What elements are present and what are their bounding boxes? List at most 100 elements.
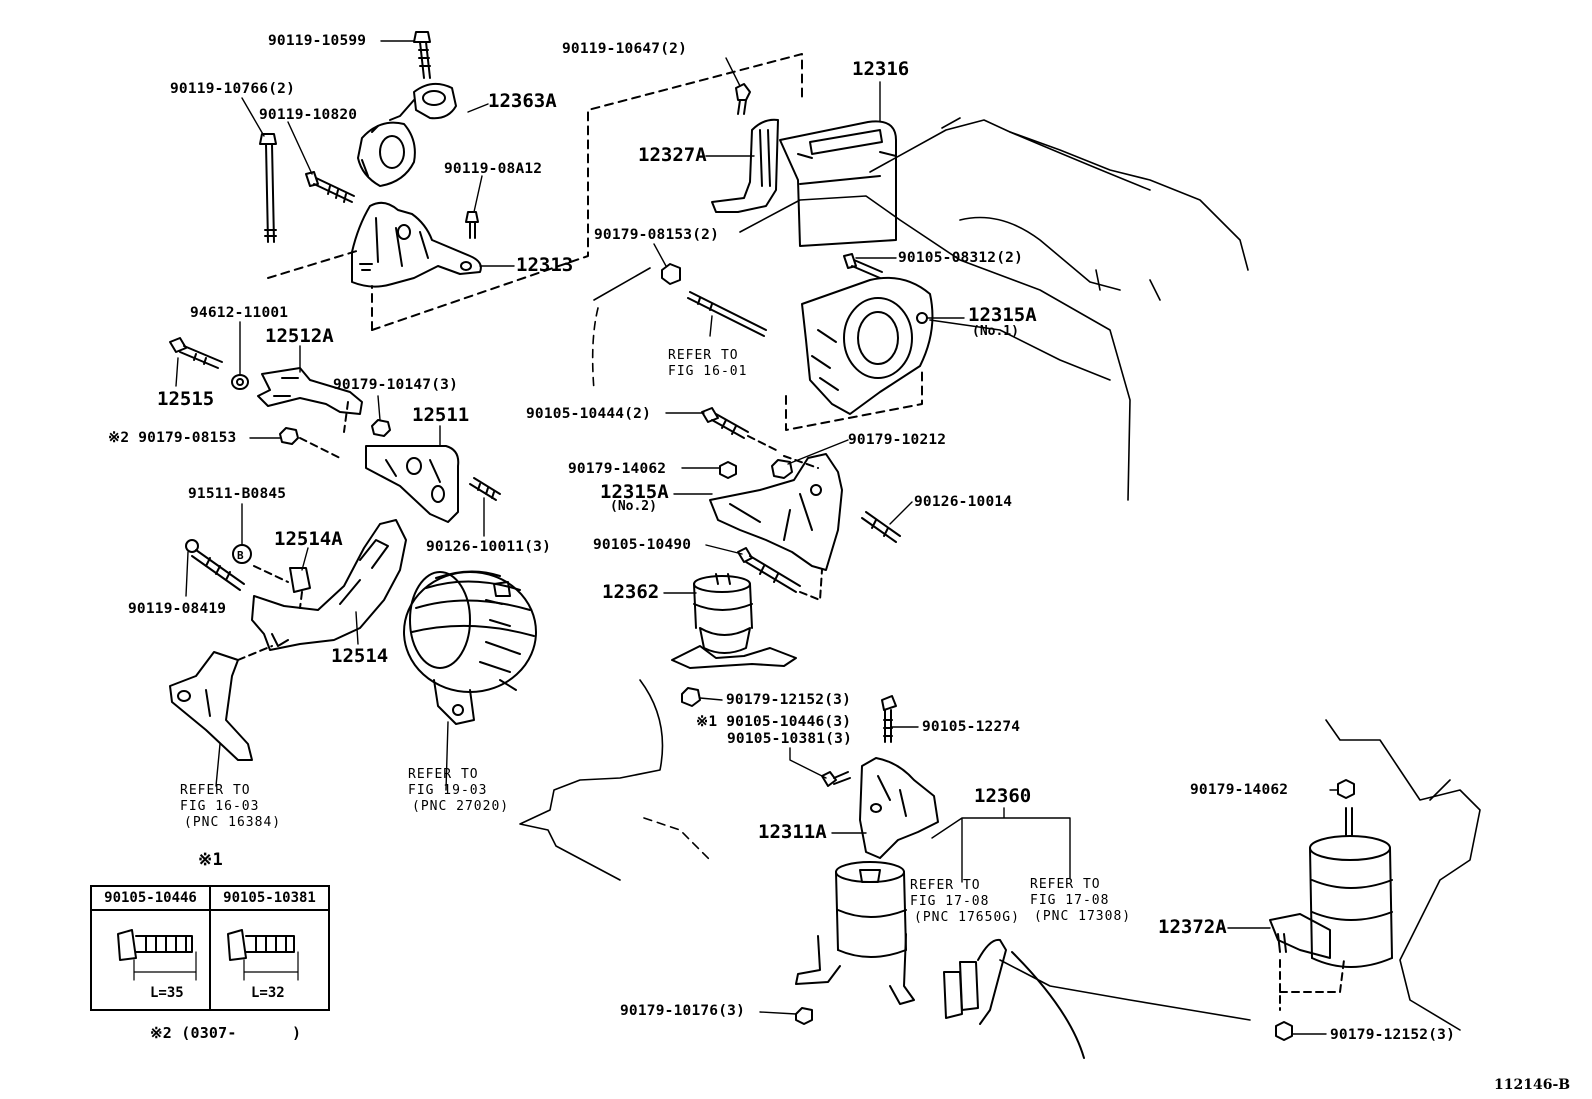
leader-lines (175, 40, 1339, 1035)
sensor-refer-17-08-drawing (943, 938, 1085, 1059)
reference-line: FIG 17-08 (910, 894, 990, 909)
bracket-12315A-no2-drawing (709, 453, 843, 571)
bracket-12514-drawing (251, 519, 407, 651)
note-col2-length: L=32 (251, 985, 285, 1001)
bolt-90119-10647-drawing (735, 83, 751, 115)
label-90105-12274: 90105-12274 (922, 719, 1021, 735)
reference-fig-19-03: REFER TO FIG 19-03 (PNC 27020) (408, 767, 509, 815)
label-90126-10014: 90126-10014 (914, 494, 1013, 510)
label-90105-10444: 90105-10444(2) (526, 406, 652, 422)
label-90179-10212: 90179-10212 (848, 432, 947, 448)
bolt-90119-08A12-drawing (465, 211, 479, 239)
label-90119-10820: 90119-10820 (259, 107, 358, 123)
label-90179-14062-right: 90179-14062 (1190, 782, 1289, 798)
bolt-90119-10820-drawing (305, 171, 355, 203)
nut-90179-14062-center-drawing (719, 461, 737, 479)
label-90126-10011: 90126-10011(3) (426, 539, 552, 555)
reference-line: REFER TO (910, 878, 981, 893)
reference-line: FIG 16-03 (180, 799, 260, 814)
label-12514: 12514 (331, 645, 389, 667)
clip-12514A-drawing (289, 567, 311, 593)
label-90105-10446: ※1 90105-10446(3) (696, 714, 852, 730)
alternator-drawing (403, 570, 537, 725)
stud-refer-16-01-drawing (687, 291, 767, 337)
bracket-12512A-drawing (257, 367, 363, 415)
nut-90179-10147-drawing (371, 419, 391, 437)
nut-90179-12152-center-drawing (681, 687, 701, 707)
reference-line: REFER TO (1030, 877, 1101, 892)
reference-line: (PNC 17650G) (914, 910, 1020, 925)
bolt-90105-10444-drawing (701, 407, 749, 439)
label-90119-10766: 90119-10766(2) (170, 81, 296, 97)
callout-B-letter: B (237, 549, 244, 562)
label-12315A-no1-sub: (No.1) (972, 324, 1019, 339)
note-marker-1: ※1 (198, 850, 223, 870)
label-90119-08A12: 90119-08A12 (444, 161, 543, 177)
diagram-id: 112146-B (1494, 1077, 1571, 1093)
note-col2-part: 90105-10381 (209, 885, 330, 911)
reference-line: REFER TO (408, 767, 479, 782)
reference-line: (PNC 17308) (1034, 909, 1132, 924)
reference-line: (PNC 27020) (412, 799, 510, 814)
label-90179-10176: 90179-10176(3) (620, 1003, 746, 1019)
label-12311A: 12311A (758, 821, 827, 843)
mount-12363A-drawing (357, 82, 457, 187)
bolt-90105-10446-drawing (821, 771, 851, 787)
reference-fig-17-08-b: REFER TO FIG 17-08 (PNC 17308) (1030, 877, 1131, 925)
bolt-12515-drawing (169, 337, 223, 369)
bolt-90105-08312-drawing (843, 253, 883, 279)
nut-90179-10176-drawing (795, 1007, 813, 1025)
washer-94612-11001-drawing (231, 374, 249, 390)
label-12313: 12313 (516, 254, 574, 276)
reference-fig-16-03: REFER TO FIG 16-03 (PNC 16384) (180, 783, 281, 831)
stud-90126-10014-drawing (861, 511, 901, 543)
note-col1-part: 90105-10446 (90, 885, 211, 911)
bracket-refer-16-03-drawing (169, 651, 253, 761)
nut-90179-08153-center-drawing (661, 263, 681, 285)
bracket-12327A-drawing (711, 118, 779, 213)
label-12316: 12316 (852, 58, 910, 80)
label-90105-10381: 90105-10381(3) (727, 731, 853, 747)
label-12315A-no1: 12315A (968, 304, 1037, 326)
nut-90179-10212-drawing (771, 459, 793, 479)
nut-90179-12152-right-drawing (1275, 1021, 1293, 1041)
bracket-12511-drawing (365, 445, 460, 523)
label-90179-12152-right: 90179-12152(3) (1330, 1027, 1456, 1043)
bolt-90119-08419-drawing (185, 539, 245, 591)
note-marker-2: ※2 (0307- ) (150, 1024, 302, 1042)
reference-line: FIG 19-03 (408, 783, 488, 798)
reference-line: FIG 17-08 (1030, 893, 1110, 908)
fastener-note-table: 90105-10446 90105-10381 L=35 L=32 (90, 885, 330, 1011)
label-12515: 12515 (157, 388, 215, 410)
label-12315A-no2-sub: (No.2) (610, 499, 657, 514)
stud-90126-10011-drawing (469, 477, 501, 501)
mount-12362-drawing (671, 573, 797, 669)
nut-90179-08153-drawing (279, 427, 299, 445)
note-col2-drawing: L=32 (209, 909, 330, 1011)
label-12514A: 12514A (274, 528, 343, 550)
label-12363A: 12363A (488, 90, 557, 112)
label-90179-10147: 90179-10147(3) (333, 377, 459, 393)
reference-line: FIG 16-01 (668, 364, 748, 379)
bracket-12313-drawing (351, 201, 482, 288)
bolt-90105-10490-drawing (737, 547, 801, 593)
label-90105-10490: 90105-10490 (593, 537, 692, 553)
reference-fig-17-08-a: REFER TO FIG 17-08 (PNC 17650G) (910, 878, 1020, 926)
mount-12360-drawing (795, 861, 915, 1005)
label-12327A: 12327A (638, 144, 707, 166)
note-col1-length: L=35 (150, 985, 184, 1001)
label-12372A: 12372A (1158, 916, 1227, 938)
label-90105-08312: 90105-08312(2) (898, 250, 1024, 266)
bracket-12311A-drawing (859, 757, 939, 859)
label-91511-B0845: 91511-B0845 (188, 486, 287, 502)
label-90119-10599: 90119-10599 (268, 33, 367, 49)
note-col1-drawing: L=35 (90, 909, 211, 1011)
reference-line: REFER TO (668, 348, 739, 363)
label-12315A-no2: 12315A (600, 481, 669, 503)
label-90179-12152-center: 90179-12152(3) (726, 692, 852, 708)
nut-90179-14062-right-drawing (1337, 779, 1355, 837)
label-12512A: 12512A (265, 325, 334, 347)
reference-line: REFER TO (180, 783, 251, 798)
engine-outline-drawing (519, 117, 1481, 1031)
reference-line: (PNC 16384) (184, 815, 282, 830)
